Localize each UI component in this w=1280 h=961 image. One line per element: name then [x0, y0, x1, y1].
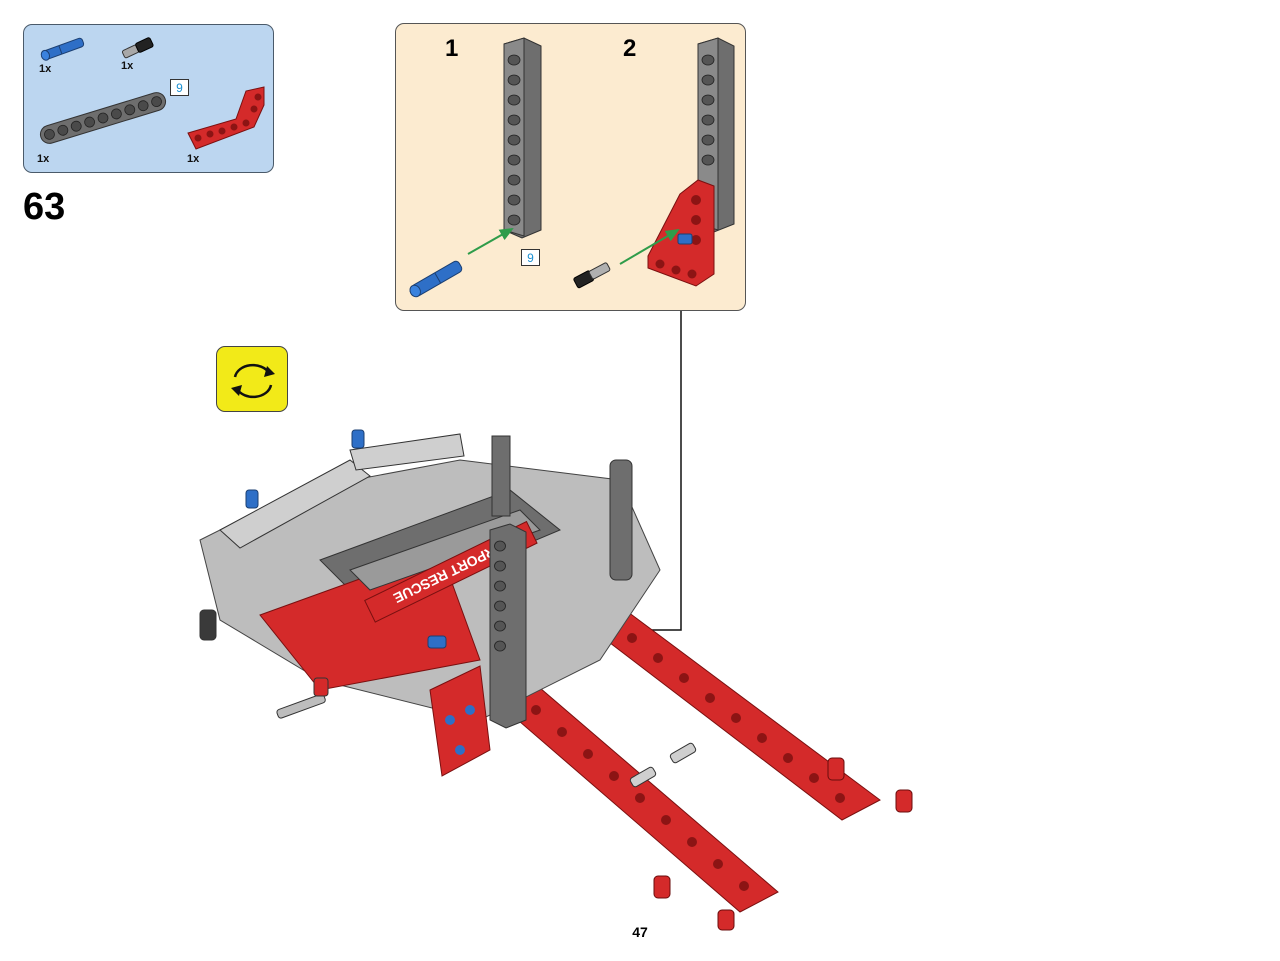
vertical-beam-attached	[429, 523, 527, 777]
connector-pin-icon	[121, 37, 154, 59]
sub-step-1-illustration	[409, 37, 735, 298]
sub-assembly-panel: 1 2	[395, 23, 746, 311]
part-quantity: 1x	[37, 153, 50, 165]
part-quantity: 1x	[121, 60, 134, 72]
part-quantity: 1x	[39, 63, 52, 75]
main-model-illustration: AIRPORT RESCUE	[199, 429, 913, 931]
part-quantity: 1x	[187, 153, 200, 165]
beam-length-tag: 9	[521, 249, 540, 266]
blue-axle-pin-icon	[40, 37, 85, 61]
step-number: 63	[23, 186, 66, 228]
beam-length-tag: 9	[170, 79, 189, 96]
sub-step-label: 2	[623, 35, 637, 62]
sub-step-label: 1	[445, 35, 459, 62]
red-l-beam-icon	[187, 86, 265, 150]
parts-list-panel: 1x 1x 9 1x 1x	[23, 24, 274, 173]
grey-beam-icon	[39, 92, 167, 144]
rotate-model-icon	[216, 346, 288, 412]
page-number: 47	[632, 924, 648, 940]
